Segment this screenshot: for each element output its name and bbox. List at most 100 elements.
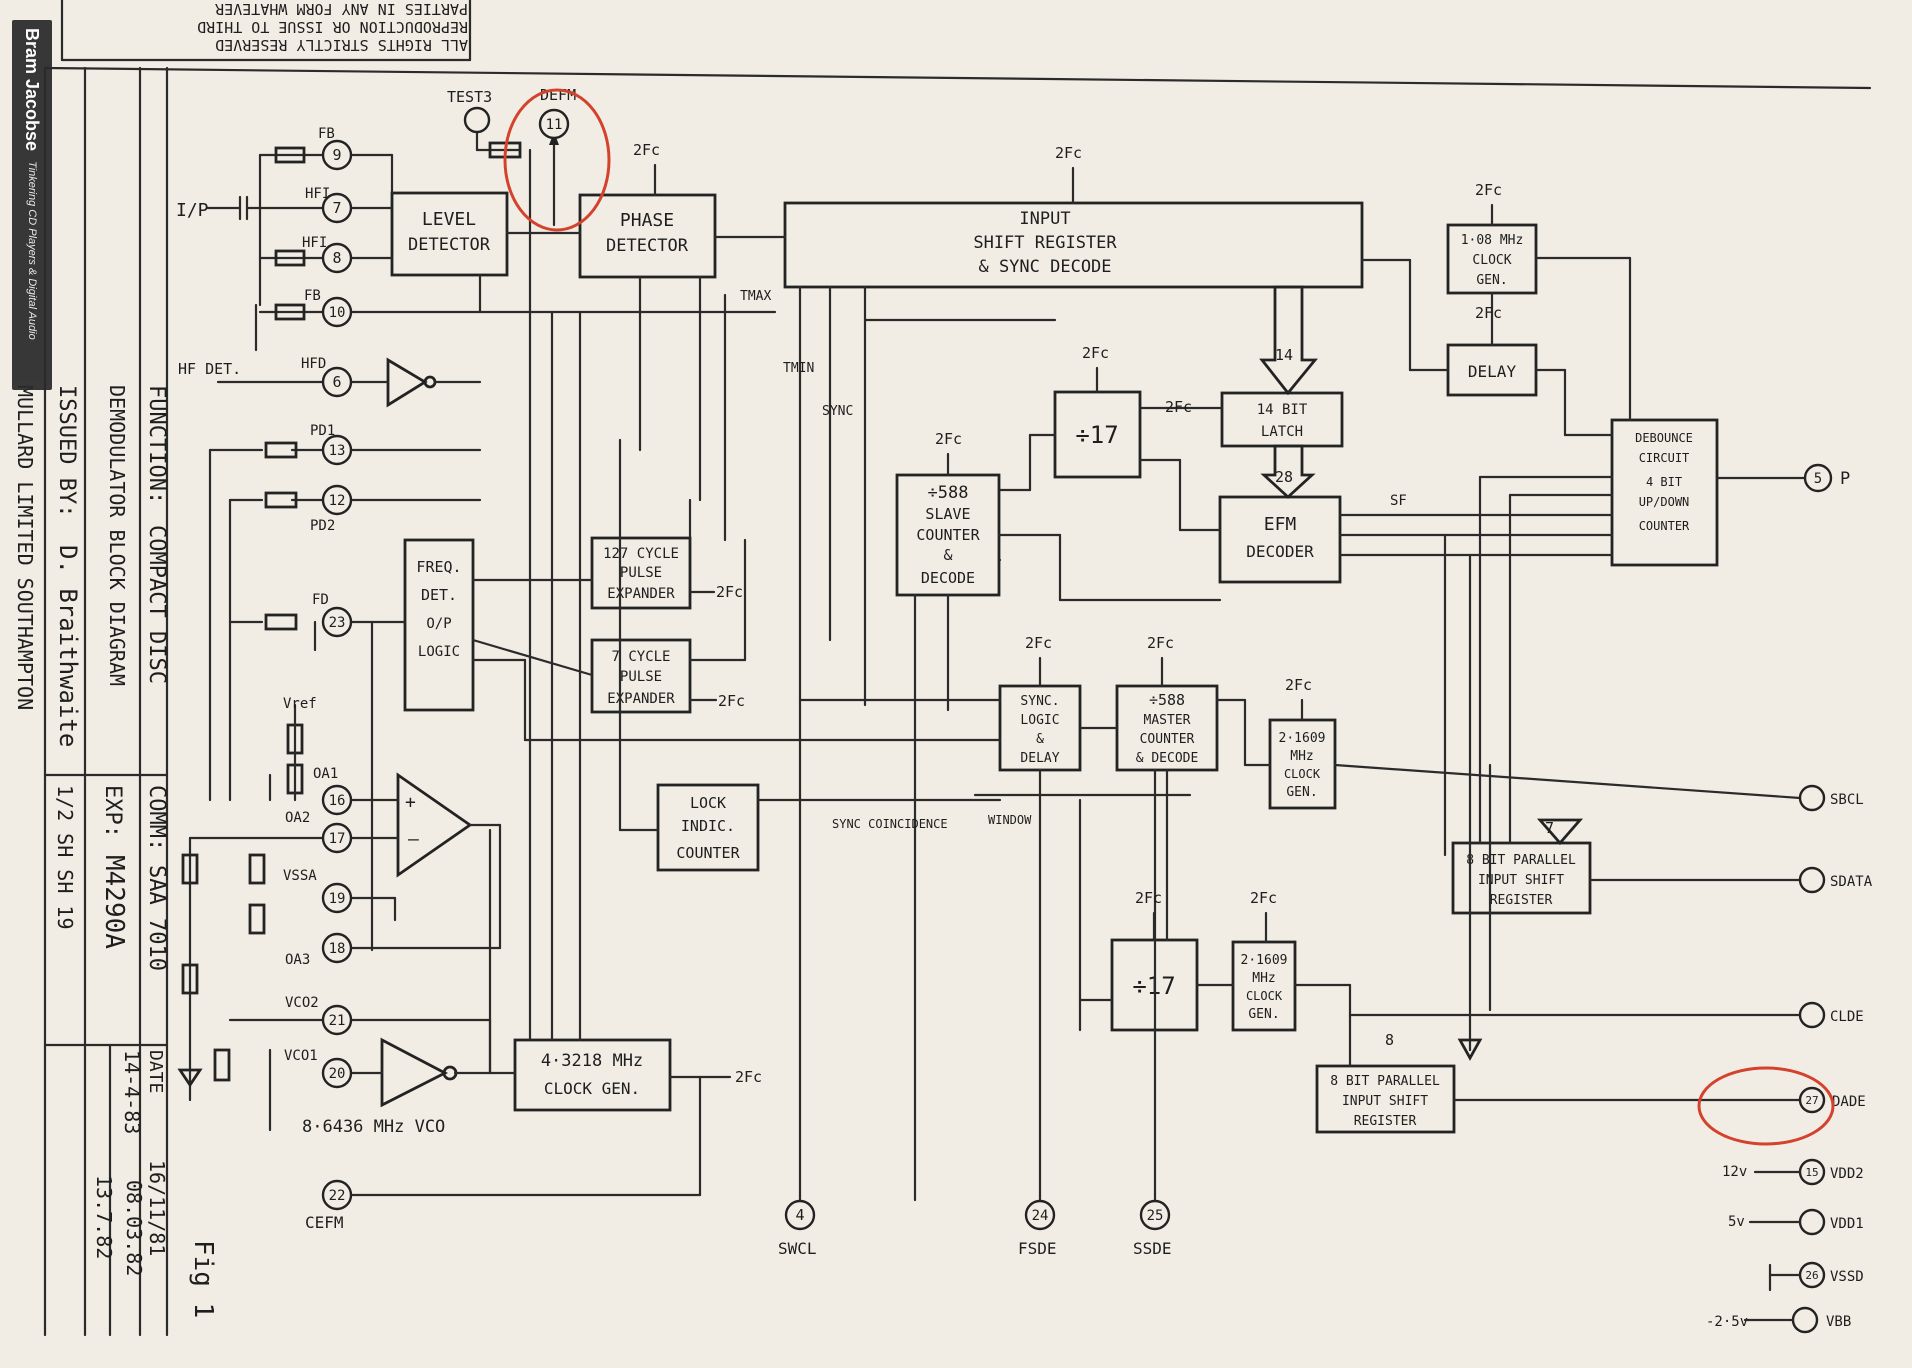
pin-25: [1139, 1199, 1171, 1231]
function-line2: DEMODULATOR BLOCK DIAGRAM: [105, 385, 129, 686]
svg-text:2·1609: 2·1609: [1279, 731, 1326, 746]
rights-line-3: PARTIES IN ANY FORM WHATEVER: [214, 0, 468, 18]
phase-detector-block: PHASE DETECTOR: [578, 193, 717, 279]
svg-text:REGISTER: REGISTER: [1354, 1114, 1417, 1129]
pin-vdd1: [1798, 1208, 1826, 1236]
svg-text:PULSE: PULSE: [620, 565, 662, 581]
svg-text:2Fc: 2Fc: [1475, 181, 1502, 199]
signal-labels: I/P HF DET. TMAX TMIN SYNC SF 14 28 7 8 …: [176, 200, 1554, 1137]
svg-text:26: 26: [1805, 1269, 1818, 1282]
svg-text:FD: FD: [312, 592, 329, 608]
exp-label: EXP:: [100, 785, 125, 838]
svg-text:LOGIC: LOGIC: [1020, 713, 1059, 728]
svg-text:CLOCK GEN.: CLOCK GEN.: [544, 1079, 640, 1098]
svg-text:VDD1: VDD1: [1830, 1216, 1864, 1232]
svg-text:7: 7: [332, 199, 341, 217]
pin-clde: [1798, 1001, 1826, 1029]
svg-text:DET.: DET.: [421, 586, 457, 604]
efm-decoder-block: EFM DECODER: [1218, 495, 1342, 584]
latch-block: 14 BIT LATCH: [1220, 391, 1344, 448]
svg-text:MASTER: MASTER: [1144, 713, 1191, 728]
svg-text:FB: FB: [304, 288, 321, 304]
svg-text:CIRCUIT: CIRCUIT: [1639, 451, 1690, 465]
svg-text:24: 24: [1032, 1208, 1049, 1224]
date-2: 14-4-83: [120, 1050, 144, 1134]
watermark-name: Bram Jacobse: [22, 28, 43, 152]
svg-text:÷588: ÷588: [928, 483, 969, 503]
svg-text:2Fc: 2Fc: [935, 430, 962, 448]
svg-text:18: 18: [329, 941, 346, 957]
svg-text:6: 6: [332, 373, 341, 391]
svg-text:19: 19: [329, 891, 346, 907]
svg-text:INPUT: INPUT: [1019, 209, 1070, 229]
pulse-expander-127-block: 127 CYCLE PULSE EXPANDER: [590, 536, 692, 610]
svg-text:25: 25: [1147, 1208, 1164, 1224]
svg-text:2Fc: 2Fc: [1025, 634, 1052, 652]
company-name: MULLARD LIMITED SOUTHAMPTON: [13, 385, 37, 710]
svg-text:21: 21: [329, 1013, 346, 1029]
svg-text:FB: FB: [318, 126, 335, 142]
svg-text:O/P: O/P: [426, 616, 451, 632]
svg-text:4 BIT: 4 BIT: [1646, 475, 1682, 489]
svg-text:7: 7: [1545, 819, 1554, 837]
svg-text:OA2: OA2: [285, 810, 310, 826]
svg-text:8 BIT PARALLEL: 8 BIT PARALLEL: [1330, 1074, 1440, 1089]
comm-label: COMM:: [144, 785, 169, 851]
svg-text:9: 9: [332, 146, 341, 164]
svg-text:2Fc: 2Fc: [718, 692, 745, 710]
svg-text:DETECTOR: DETECTOR: [408, 235, 491, 255]
pin-17: [321, 822, 353, 854]
sheet-number: 1/2 SH SH 19: [53, 785, 77, 930]
vco-inverter: [380, 1037, 458, 1108]
svg-text:PULSE: PULSE: [620, 669, 662, 685]
svg-text:GEN.: GEN.: [1248, 1007, 1279, 1022]
svg-text:VSSD: VSSD: [1830, 1269, 1864, 1285]
svg-text:8: 8: [332, 249, 341, 267]
svg-text:14 BIT: 14 BIT: [1257, 402, 1308, 418]
svg-text:DELAY: DELAY: [1468, 362, 1517, 381]
shift-register-8bit-bottom-block: 8 BIT PARALLEL INPUT SHIFT REGISTER: [1315, 1064, 1456, 1134]
pin-10: [321, 296, 353, 328]
pin-12: [321, 484, 353, 516]
svg-text:4: 4: [795, 1206, 804, 1224]
svg-text:8·6436 MHz VCO: 8·6436 MHz VCO: [302, 1117, 445, 1137]
clock-gen-21609-top-block: 2·1609 MHz CLOCK GEN.: [1268, 718, 1337, 810]
svg-text:PHASE: PHASE: [620, 210, 674, 231]
freq-det-logic-block: FREQ. DET. O/P LOGIC: [403, 538, 475, 712]
pin-18: [321, 932, 353, 964]
comm-value: SAA 7010: [144, 865, 169, 971]
svg-text:÷588: ÷588: [1149, 691, 1185, 709]
pin-5: [1803, 463, 1833, 493]
svg-text:LOGIC: LOGIC: [418, 644, 460, 660]
pin-22: [321, 1179, 353, 1211]
svg-text:DETECTOR: DETECTOR: [606, 236, 689, 256]
svg-text:SYNC: SYNC: [822, 404, 853, 419]
svg-text:2Fc: 2Fc: [1147, 634, 1174, 652]
svg-text:GEN.: GEN.: [1476, 273, 1507, 288]
highlight-dade: [1697, 1066, 1835, 1146]
pin-defm: [538, 108, 570, 140]
svg-text:I/P: I/P: [176, 200, 209, 221]
title-block: FUNCTION: COMPACT DISC DEMODULATOR BLOCK…: [13, 385, 218, 1318]
pin-21: [321, 1004, 353, 1036]
exp-value: M4290A: [99, 855, 129, 949]
svg-text:COUNTER: COUNTER: [1639, 519, 1690, 533]
svg-text:TMIN: TMIN: [783, 361, 814, 376]
slave-counter-block: ÷588 SLAVE COUNTER & DECODE: [895, 473, 1001, 597]
svg-text:INPUT SHIFT: INPUT SHIFT: [1342, 1094, 1428, 1109]
svg-text:127 CYCLE: 127 CYCLE: [603, 546, 679, 562]
hf-det-inverter: [386, 357, 437, 408]
svg-text:2Fc: 2Fc: [1475, 304, 1502, 322]
shift-register-8bit-top-block: 8 BIT PARALLEL INPUT SHIFT REGISTER: [1451, 841, 1592, 915]
svg-text:&: &: [1036, 732, 1044, 747]
svg-text:DADE: DADE: [1832, 1094, 1866, 1110]
svg-text:EXPANDER: EXPANDER: [607, 586, 675, 602]
svg-text:2Fc: 2Fc: [1250, 889, 1277, 907]
delay-block: DELAY: [1446, 343, 1538, 397]
svg-text:–: –: [408, 829, 419, 850]
svg-text:5: 5: [1814, 471, 1822, 487]
svg-text:CEFM: CEFM: [305, 1213, 344, 1232]
svg-text:CLOCK: CLOCK: [1472, 253, 1511, 268]
date-1: 16/11/81: [145, 1160, 169, 1256]
svg-text:2Fc: 2Fc: [1055, 144, 1082, 162]
